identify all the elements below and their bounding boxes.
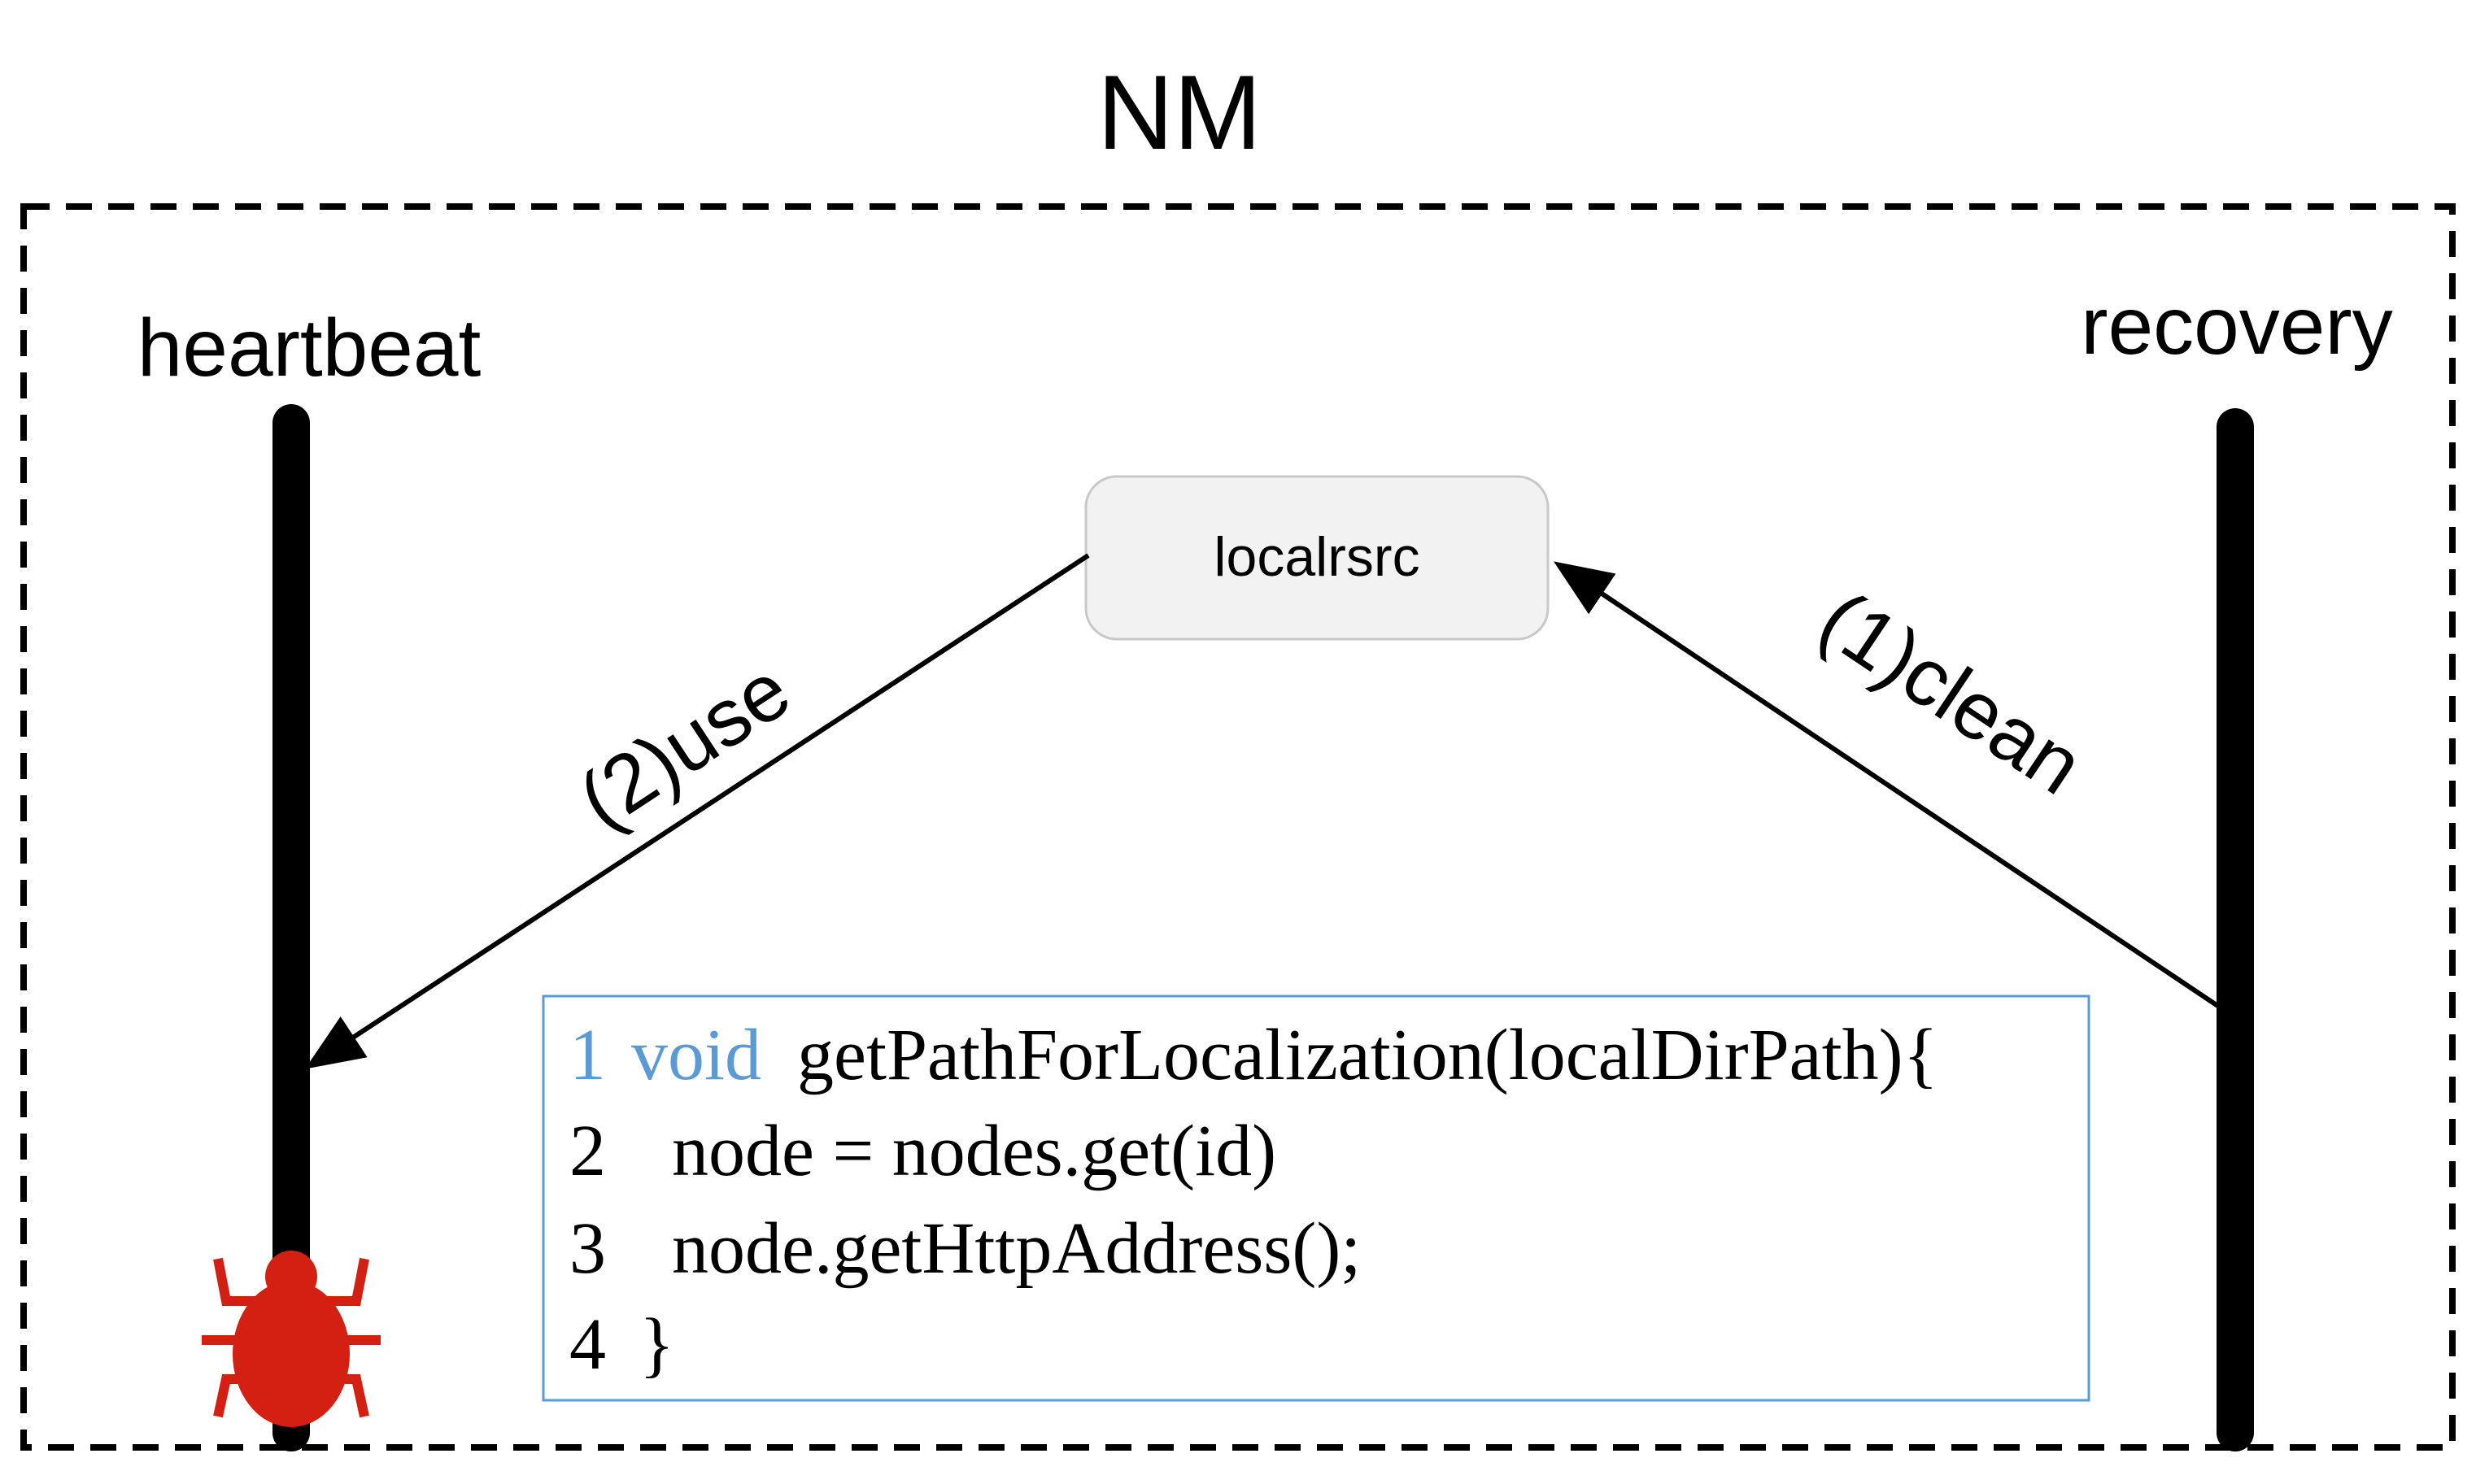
code-line-text: node = nodes.get(id)	[672, 1111, 1276, 1191]
code-keyword: void	[631, 1015, 761, 1095]
code-line-number: 1	[569, 1015, 606, 1095]
heartbeat-label: heartbeat	[137, 302, 482, 394]
code-line-number: 4	[569, 1304, 606, 1385]
code-line-number: 2	[569, 1111, 606, 1191]
code-line-1: 1 void getPathForLocalization(localDirPath…	[569, 1015, 1938, 1095]
use-arrow	[304, 553, 1090, 1069]
clean-arrow-label: (1)clean	[1804, 573, 2099, 812]
code-line-text: node.getHttpAddress();	[672, 1208, 1361, 1289]
use-arrow-label: (2)use	[563, 644, 805, 846]
code-line-number: 3	[569, 1208, 606, 1289]
diagram-title: NM	[1097, 53, 1262, 172]
code-line-text: }	[639, 1304, 674, 1385]
code-line-3: 3 node.getHttpAddress();	[569, 1208, 1361, 1289]
code-line-4: 4}	[569, 1304, 674, 1385]
nm-boundary	[20, 203, 2456, 1451]
code-box	[542, 994, 2090, 1402]
code-line-text: getPathForLocalization(localDirPath){	[797, 1015, 1938, 1095]
code-line-2: 2 node = nodes.get(id)	[569, 1111, 1276, 1191]
recovery-label: recovery	[2081, 281, 2392, 372]
clean-arrow	[1554, 561, 2221, 1009]
localrsrc-label: localrsrc	[1214, 526, 1419, 588]
bug-icon	[202, 1251, 381, 1427]
